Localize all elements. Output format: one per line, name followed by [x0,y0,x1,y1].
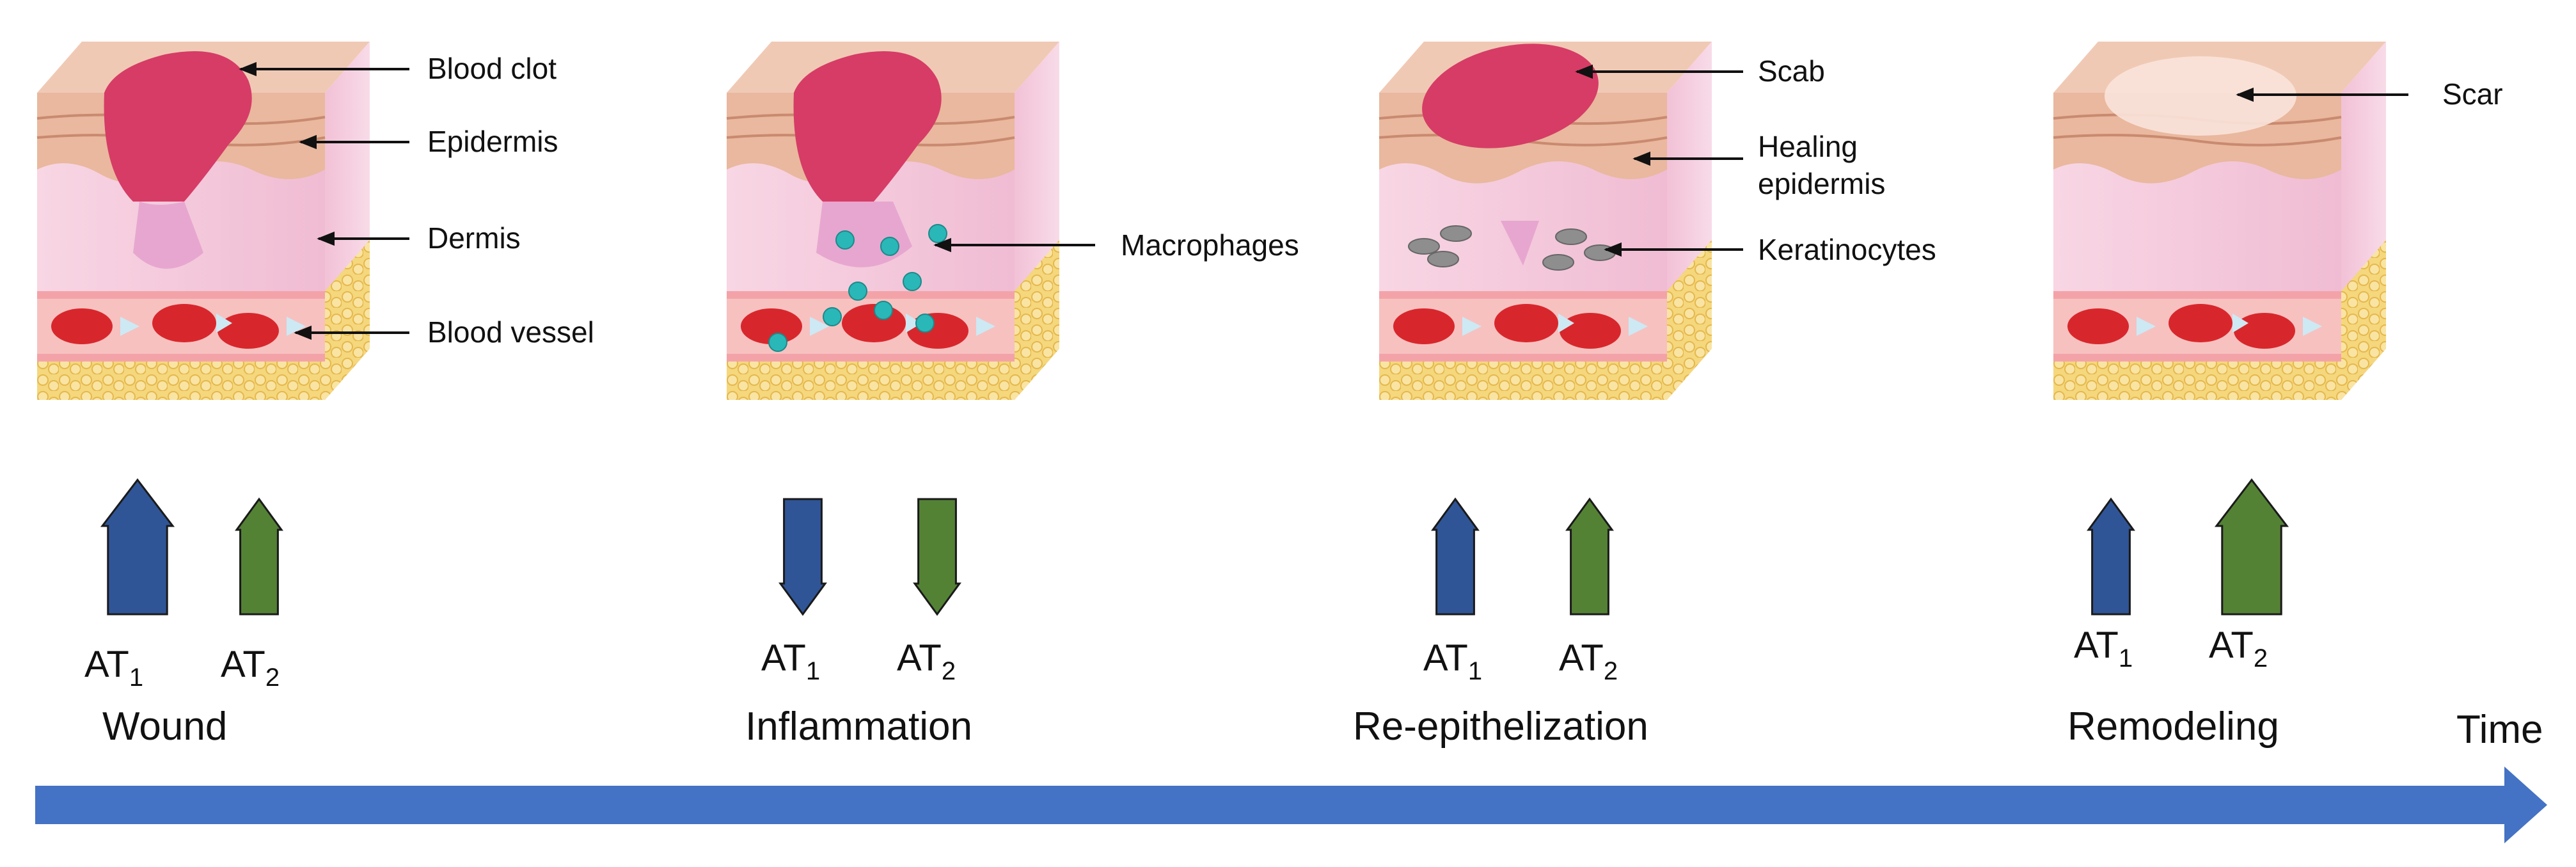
healing-epidermis-line2: epidermis [1758,167,1886,200]
re-epithelization-at1-arrow [1431,497,1480,616]
healing-epidermis-label: Healing epidermis [1758,128,1885,202]
wound-at1-arrow [100,478,175,616]
remodeling-at1-arrow [2087,497,2135,616]
timeline-arrow [35,767,2547,843]
remodeling-at2-label: AT2 [2209,624,2268,672]
epidermis-label: Epidermis [427,125,558,158]
dermis-label: Dermis [427,221,521,255]
healing-epidermis-line1: Healing [1758,130,1858,163]
stage-wound-label: Wound [102,704,228,749]
wound-at2-label: AT2 [221,644,280,692]
keratinocytes-label: Keratinocytes [1758,233,1936,266]
macrophages-label: Macrophages [1121,228,1299,262]
remodeling-at2-arrow [2214,478,2289,616]
blood-clot-label: Blood clot [427,52,557,85]
inflammation-skin-illustration [725,40,1061,401]
inflammation-at2-label: AT2 [897,637,956,685]
inflammation-at2-arrow [913,498,961,616]
wound-at1-label: AT1 [84,644,144,692]
wound-skin-illustration [36,40,371,401]
re-epithelization-skin-illustration [1378,40,1713,401]
stage-re-epithelization-label: Re-epithelization [1353,704,1648,749]
inflammation-at1-label: AT1 [761,637,821,685]
scar-label: Scar [2442,77,2503,111]
remodeling-skin-illustration [2052,40,2387,401]
inflammation-at1-arrow [778,498,827,616]
scab-label: Scab [1758,54,1825,88]
re-epithelization-at2-label: AT2 [1559,637,1618,685]
stage-remodeling-label: Remodeling [2067,704,2279,749]
wound-at2-arrow [235,497,283,616]
remodeling-at1-label: AT1 [2074,624,2133,672]
time-axis-label: Time [2456,708,2543,752]
re-epithelization-at2-arrow [1565,497,1614,616]
annotation-arrows [239,61,2408,340]
re-epithelization-at1-label: AT1 [1423,637,1483,685]
blood-vessel-label: Blood vessel [427,315,594,349]
stage-inflammation-label: Inflammation [745,704,972,749]
receptor-arrows [100,478,2289,616]
